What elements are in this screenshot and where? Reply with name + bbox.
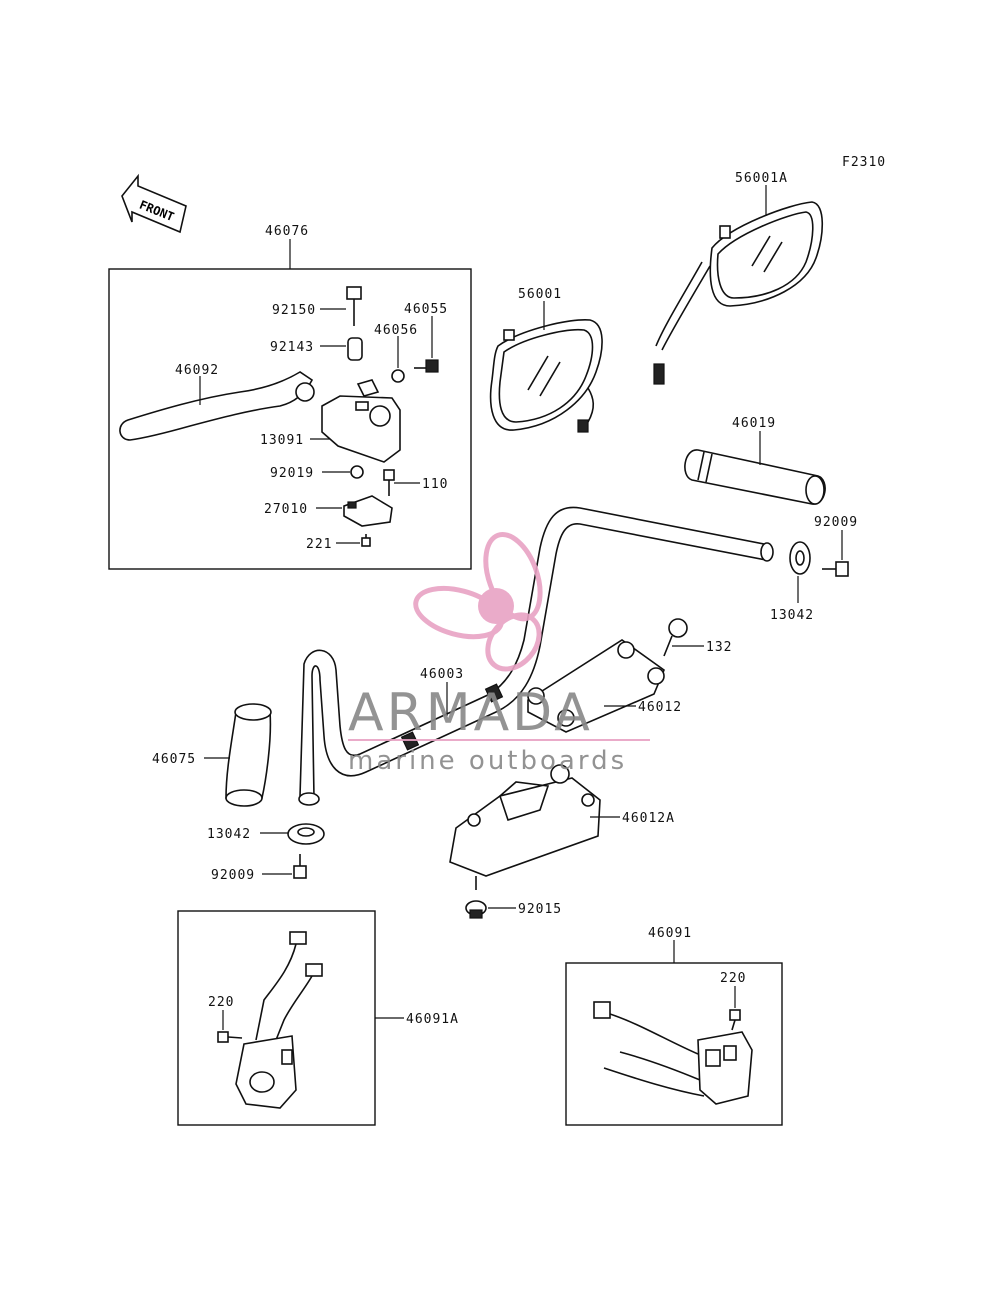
mirror-56001A — [653, 201, 824, 385]
label-92150: 92150 — [272, 303, 316, 318]
label-56001A: 56001A — [735, 171, 788, 186]
front-arrow-icon: FRONT — [121, 173, 187, 234]
washer-46056 — [391, 369, 405, 383]
label-132: 132 — [706, 640, 732, 655]
label-13042-right: 13042 — [770, 608, 814, 623]
label-46092: 46092 — [175, 363, 219, 378]
screw-110 — [383, 469, 395, 496]
label-221: 221 — [306, 537, 332, 552]
bolt-92009-left — [293, 854, 307, 879]
label-46012A: 46012A — [622, 811, 675, 826]
screw-46055 — [414, 359, 439, 373]
bushing-92015 — [465, 900, 487, 919]
watermark: ARMADA marine outboards — [348, 532, 650, 776]
label-92019: 92019 — [270, 466, 314, 481]
screw-221 — [361, 534, 371, 547]
mirror-56001 — [489, 319, 603, 433]
label-46091A: 46091A — [406, 1012, 459, 1027]
switch-housing-right — [593, 1001, 753, 1105]
watermark-tagline: marine outboards — [348, 746, 627, 776]
label-220-left: 220 — [208, 995, 234, 1010]
label-46076: 46076 — [265, 224, 309, 239]
watermark-brand: ARMADA — [348, 683, 593, 743]
label-110: 110 — [422, 477, 448, 492]
collar-92143 — [347, 337, 363, 361]
lever-46092 — [119, 371, 315, 441]
label-92143: 92143 — [270, 340, 314, 355]
label-27010: 27010 — [264, 502, 308, 517]
propeller-logo-icon — [413, 532, 543, 672]
switch-housing-left — [235, 931, 323, 1109]
switch-27010 — [343, 495, 393, 527]
nut-92019 — [350, 465, 364, 479]
grip-46075 — [225, 703, 272, 807]
bolt-92150 — [346, 286, 362, 326]
weight-13042-left — [287, 823, 325, 845]
screw-220-left — [217, 1031, 243, 1043]
grip-46019 — [684, 449, 826, 505]
label-46056: 46056 — [374, 323, 418, 338]
label-13091: 13091 — [260, 433, 304, 448]
holder-13091 — [321, 379, 401, 463]
label-92009-left: 92009 — [211, 868, 255, 883]
weight-13042-right — [789, 541, 811, 575]
label-92015: 92015 — [518, 902, 562, 917]
bolt-132 — [663, 618, 688, 657]
clamp-46012 — [527, 639, 665, 733]
label-46091: 46091 — [648, 926, 692, 941]
right-switch-box — [565, 962, 783, 1126]
holder-46012A — [449, 764, 601, 890]
label-46003: 46003 — [420, 667, 464, 682]
figure-code: F2310 — [842, 155, 886, 170]
label-46012: 46012 — [638, 700, 682, 715]
screw-220-right — [729, 1009, 741, 1031]
label-46075: 46075 — [152, 752, 196, 767]
label-92009-right: 92009 — [814, 515, 858, 530]
label-13042-left: 13042 — [207, 827, 251, 842]
label-220-right: 220 — [720, 971, 746, 986]
label-56001: 56001 — [518, 287, 562, 302]
label-46055: 46055 — [404, 302, 448, 317]
label-46019: 46019 — [732, 416, 776, 431]
bolt-92009-right — [822, 561, 849, 577]
